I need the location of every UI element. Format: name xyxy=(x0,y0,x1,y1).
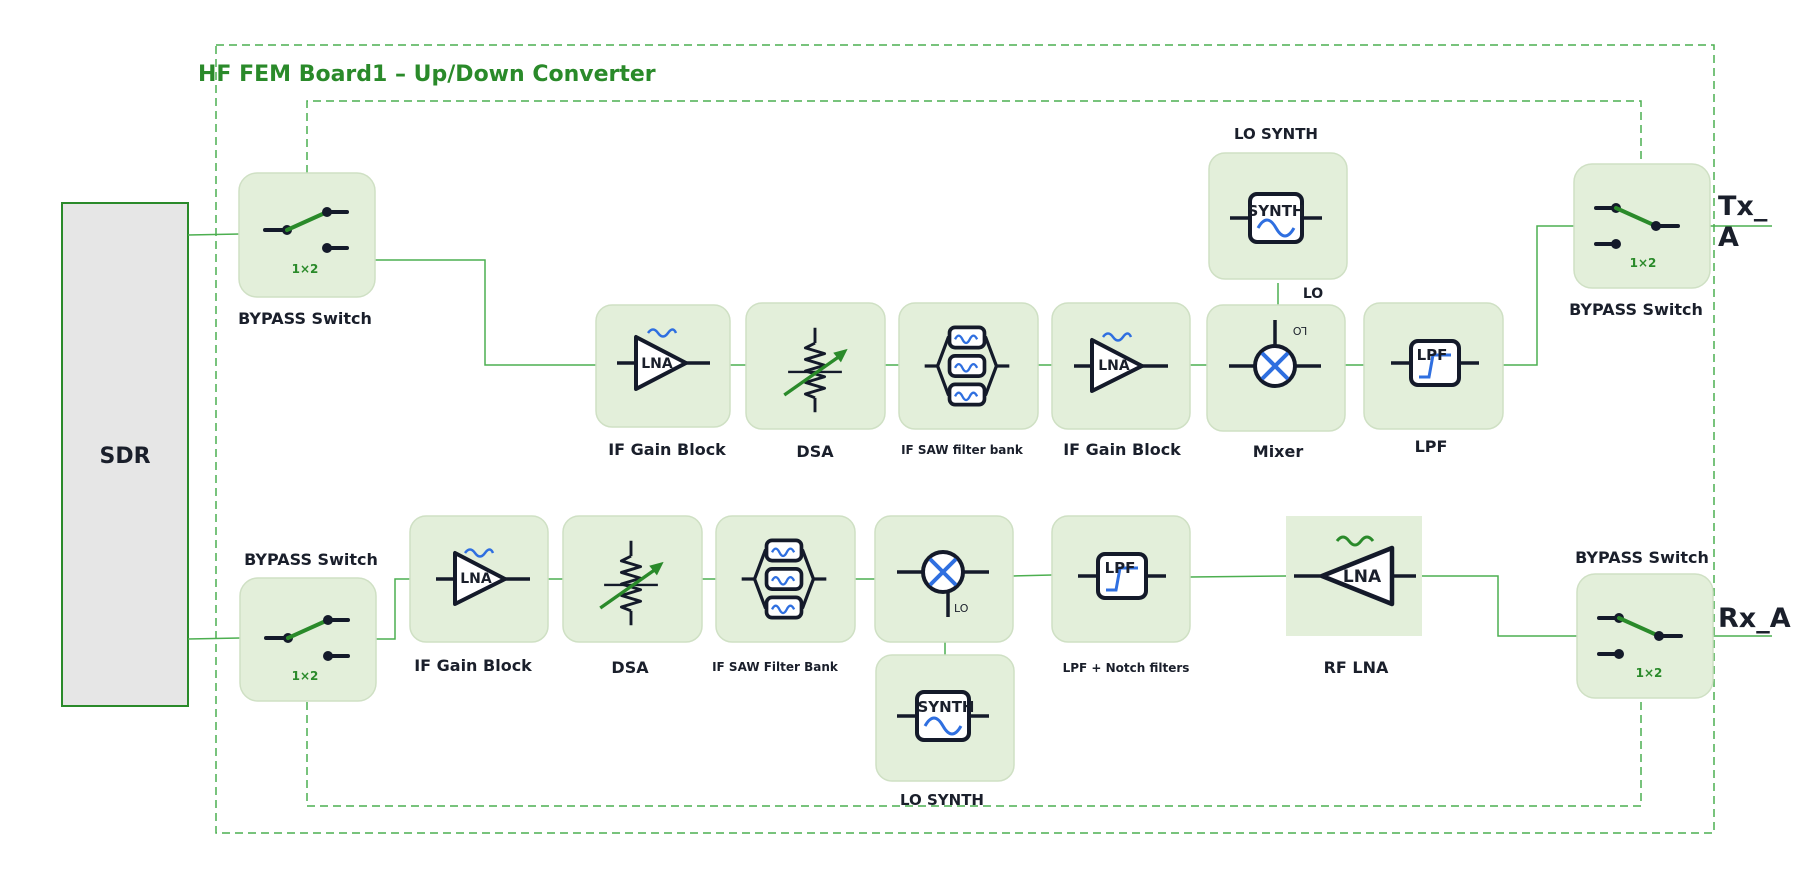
signal-wires xyxy=(187,225,1772,655)
rx-if-gain-symbol: LNA xyxy=(460,571,492,587)
bypass-path xyxy=(306,100,1642,807)
rx-rf-lna-symbol: LNA xyxy=(1343,567,1382,587)
board-boundary xyxy=(215,44,1715,834)
tx-lo-synth-symbol: SYNTH xyxy=(1247,202,1304,220)
tx-lpf-label: LPF xyxy=(1415,437,1448,456)
rx-lpf-label: LPF + Notch filters xyxy=(1063,661,1190,675)
rx-bypass-out-label: BYPASS Switch xyxy=(1575,548,1709,567)
tx-lpf[interactable]: LPF LPF xyxy=(1363,302,1504,456)
rx-bypass-switch-out[interactable]: BYPASS Switch 1×2 xyxy=(1575,548,1714,699)
board-title: HF FEM Board1 – Up/Down Converter xyxy=(198,62,656,87)
tx-if-gain-block-2[interactable]: LNA IF Gain Block xyxy=(1051,302,1191,459)
tx-if-gain2-label: IF Gain Block xyxy=(1063,440,1181,459)
rx-switch-config: 1×2 xyxy=(292,669,319,683)
switch-config: 1×2 xyxy=(292,262,319,276)
tx-mixer-lo-tag: LO xyxy=(1292,324,1307,337)
tx-switch-config: 1×2 xyxy=(1630,256,1657,270)
tx-saw-filter-bank[interactable]: IF SAW filter bank xyxy=(898,302,1039,457)
tx-bypass-out-label: BYPASS Switch xyxy=(1569,300,1703,319)
tx-lpf-symbol: LPF xyxy=(1417,346,1448,364)
rx-bypass-switch-in[interactable]: BYPASS Switch 1×2 xyxy=(239,550,378,702)
rx-lpf-notch[interactable]: LPF LPF + Notch filters xyxy=(1051,515,1191,675)
rx-lo-synth[interactable]: SYNTH LO SYNTH xyxy=(875,654,1015,809)
tx-lo-synth[interactable]: LO SYNTH SYNTH LO xyxy=(1208,125,1348,302)
rx-if-gain-label: IF Gain Block xyxy=(414,656,532,675)
tx-lo-synth-label: LO SYNTH xyxy=(1234,125,1318,143)
rx-lo-synth-label: LO SYNTH xyxy=(900,791,984,809)
rx-saw-filter-bank[interactable]: IF SAW Filter Bank xyxy=(712,515,856,674)
rx-bypass-in-label: BYPASS Switch xyxy=(244,550,378,569)
rx-if-gain-block[interactable]: LNA IF Gain Block xyxy=(409,515,549,675)
tx-dsa-label: DSA xyxy=(796,442,834,461)
tx-bypass-switch-in[interactable]: 1×2 BYPASS Switch xyxy=(238,172,376,328)
rx-dsa[interactable]: DSA xyxy=(562,515,703,677)
tx-if-gain2-symbol: LNA xyxy=(1098,358,1130,374)
tx-if-gain-symbol: LNA xyxy=(641,356,673,372)
tx-lo-label: LO xyxy=(1303,286,1323,302)
rx-lpf-symbol: LPF xyxy=(1105,559,1136,577)
tx-port-label: Tx_ A xyxy=(1718,191,1777,253)
rx-lo-synth-symbol: SYNTH xyxy=(917,698,974,716)
tx-port-line1: Tx_ xyxy=(1718,191,1768,222)
sdr-label: SDR xyxy=(99,444,150,469)
tx-if-gain-label: IF Gain Block xyxy=(608,440,726,459)
tx-dsa[interactable]: DSA xyxy=(745,302,886,461)
rx-rf-lna[interactable]: LNA RF LNA xyxy=(1286,516,1422,677)
sdr-block: SDR xyxy=(61,202,189,707)
rx-rf-lna-label: RF LNA xyxy=(1324,658,1389,677)
tx-bypass-in-label: BYPASS Switch xyxy=(238,309,372,328)
tx-mixer-label: Mixer xyxy=(1253,442,1304,461)
rx-port-label: Rx_A xyxy=(1718,603,1791,634)
rx-mixer[interactable]: LO xyxy=(874,515,1014,643)
tx-mixer[interactable]: LO Mixer xyxy=(1206,304,1346,461)
tx-if-gain-block[interactable]: LNA IF Gain Block xyxy=(595,304,731,459)
tx-bypass-switch-out[interactable]: 1×2 BYPASS Switch xyxy=(1569,163,1711,319)
rx-mixer-lo-tag: LO xyxy=(954,602,969,615)
tx-saw-label: IF SAW filter bank xyxy=(901,443,1024,457)
rx-saw-label: IF SAW Filter Bank xyxy=(712,660,839,674)
rx-out-switch-config: 1×2 xyxy=(1636,666,1663,680)
tx-port-line2: A xyxy=(1718,222,1739,253)
rx-dsa-label: DSA xyxy=(611,658,649,677)
